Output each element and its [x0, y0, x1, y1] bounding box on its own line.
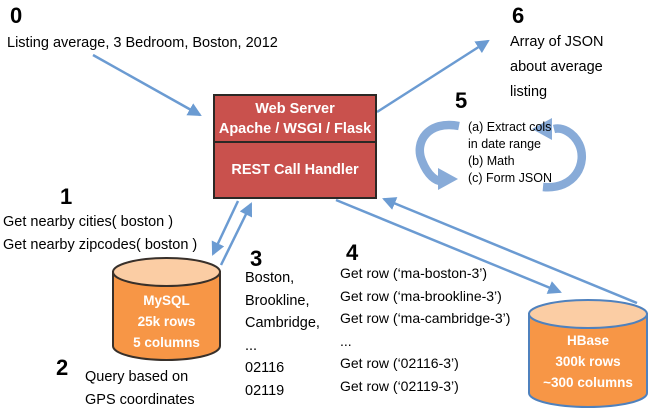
step-3-line: 02119 — [245, 382, 285, 399]
arrow-mysql-to-rest — [219, 202, 253, 266]
step-4-text: Get row (‘ma-boston-3’) Get row (‘ma-bro… — [340, 262, 510, 397]
step-6-line: listing — [510, 84, 548, 100]
web-server-title: Web Server Apache / WSGI / Flask — [215, 96, 375, 143]
cycle-arrow-left-head — [438, 168, 458, 190]
step-5-text: (a) Extract cols in date range (b) Math … — [468, 119, 552, 187]
step-3-number: 3 — [250, 246, 263, 271]
step-5-line: in date range — [468, 137, 541, 151]
web-server-line1: Web Server — [255, 100, 335, 117]
arrow-rest-to-hbase — [335, 198, 562, 294]
step-5-line: (b) Math — [468, 154, 515, 168]
web-server-box: Web Server Apache / WSGI / Flask REST Ca… — [213, 94, 377, 199]
step-3-line: ... — [245, 337, 258, 354]
cycle-arrow-right — [542, 124, 587, 192]
step-3-line: Brookline, — [245, 292, 310, 309]
step-4-line: Get row (‘ma-cambridge-3’) — [340, 310, 511, 326]
arrow-hbase-to-rest — [382, 197, 638, 305]
step-3-line: Boston, — [245, 270, 295, 286]
step-2-number: 2 — [56, 355, 69, 380]
step-4-number: 4 — [346, 240, 359, 265]
arrow-query-to-webserver — [92, 53, 202, 117]
step-5-line: (c) Form JSON — [468, 171, 553, 185]
step-1-number: 1 — [60, 184, 73, 209]
mysql-cylinder — [112, 257, 221, 361]
step-5-line: (a) Extract cols — [468, 120, 552, 134]
step-3-text: Boston, Brookline, Cambridge, ... 02116 … — [245, 267, 320, 402]
mysql-cols: 5 columns — [133, 335, 200, 350]
arrow-webserver-to-json-result — [376, 39, 490, 114]
step-1-text: Get nearby cities( boston ) Get nearby z… — [3, 211, 197, 256]
hbase-cols: ~300 columns — [543, 375, 633, 390]
cycle-arrow-right-head — [532, 118, 552, 140]
step-1-line: Get nearby zipcodes( boston ) — [3, 236, 198, 253]
step-6-line: about average — [510, 59, 603, 75]
step-2-line: Query based on — [85, 369, 189, 385]
step-6-line: Array of JSON — [510, 34, 604, 50]
step-4-line: Get row (‘ma-boston-3’) — [340, 265, 488, 281]
mysql-label: MySQL 25k rows 5 columns — [113, 290, 220, 353]
step-0-number: 0 — [10, 3, 23, 28]
arrow-rest-to-mysql — [211, 200, 240, 256]
step-1-line: Get nearby cities( boston ) — [3, 214, 174, 230]
step-6-number: 6 — [512, 3, 525, 28]
step-4-line: ... — [340, 332, 352, 349]
step-4-line: Get row (‘ma-brookline-3’) — [340, 287, 502, 304]
step-2-text: Query based on GPS coordinates — [85, 366, 195, 411]
step-4-line: Get row (‘02116-3’) — [340, 355, 459, 371]
mysql-name: MySQL — [143, 293, 190, 308]
hbase-rows: 300k rows — [555, 354, 621, 369]
cycle-arrow-left — [415, 120, 460, 186]
step-0-text: Listing average, 3 Bedroom, Boston, 2012 — [7, 35, 278, 51]
rest-call-handler-label: REST Call Handler — [231, 162, 359, 178]
step-4-line: Get row (‘02119-3’) — [340, 377, 459, 394]
web-server-line2: Apache / WSGI / Flask — [218, 120, 372, 137]
step-3-line: 02116 — [245, 360, 285, 376]
rest-call-handler-box: REST Call Handler — [215, 143, 375, 197]
step-6-text: Array of JSON about average listing — [510, 30, 603, 105]
step-2-line: GPS coordinates — [85, 391, 195, 408]
hbase-cylinder — [528, 299, 648, 408]
hbase-name: HBase — [566, 333, 610, 348]
hbase-label: HBase 300k rows ~300 columns — [529, 330, 647, 393]
step-5-number: 5 — [455, 88, 468, 113]
mysql-rows: 25k rows — [137, 314, 196, 329]
step-3-line: Cambridge, — [245, 315, 320, 331]
